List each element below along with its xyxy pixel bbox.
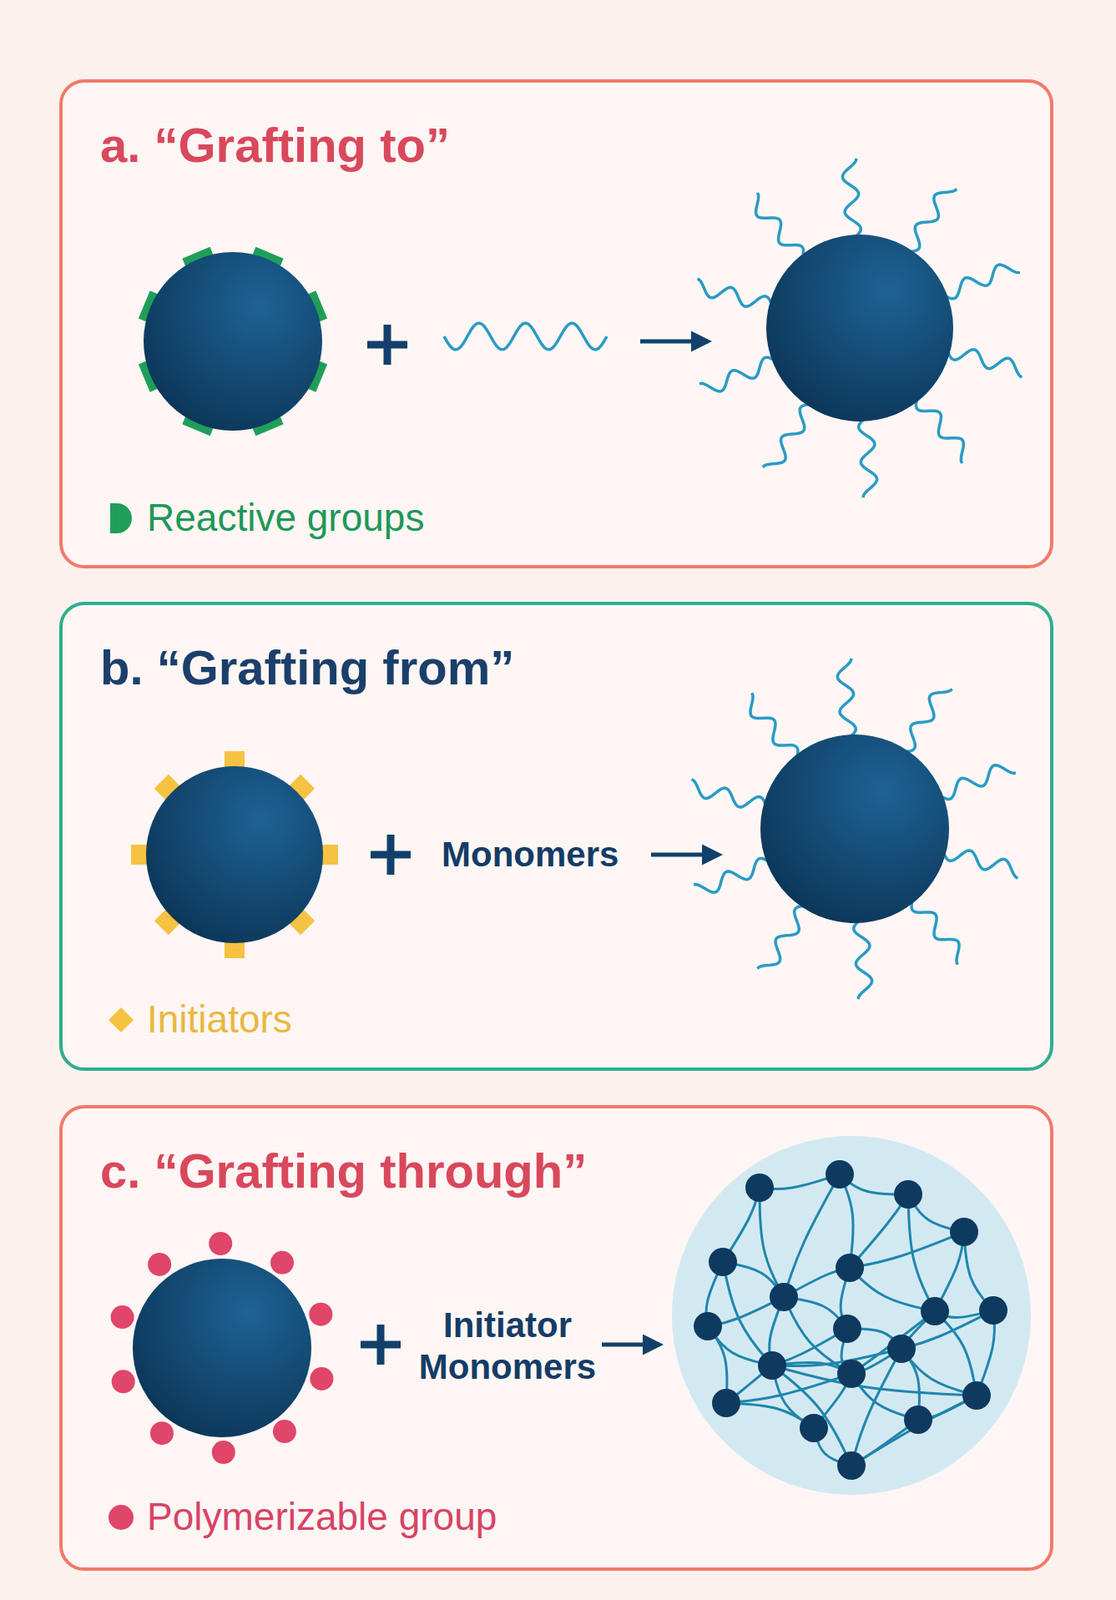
crosslink-node xyxy=(799,1413,829,1443)
crosslink-node xyxy=(887,1334,916,1364)
crosslink-node xyxy=(693,1312,723,1341)
plus-sign xyxy=(360,1324,401,1365)
spheres xyxy=(132,234,954,1438)
legend-swatch xyxy=(106,1500,136,1535)
decorations xyxy=(111,158,1031,1495)
polymerizable-group xyxy=(208,1232,233,1256)
symbols xyxy=(360,324,719,1365)
panel-fill xyxy=(60,80,1052,567)
reaction-arrow xyxy=(651,853,719,858)
crosslink-node xyxy=(708,1247,738,1277)
legend-text: Reactive groups xyxy=(146,494,425,541)
network-sphere xyxy=(671,1136,1031,1495)
panel-fill xyxy=(60,603,1052,1070)
panel-fills xyxy=(60,80,1052,1570)
grafted-chain xyxy=(842,158,861,238)
grafted-chain xyxy=(691,779,768,808)
grafted-chain xyxy=(858,418,878,498)
crosslink-node xyxy=(825,1160,854,1189)
polymerizable-group xyxy=(212,1440,236,1465)
legend-item: Polymerizable group xyxy=(106,1494,497,1541)
panel-heading: b. “Grafting from” xyxy=(100,638,515,697)
crosslink-node xyxy=(833,1314,862,1344)
crosslink-node xyxy=(837,1451,866,1480)
legend-text: Initiators xyxy=(146,996,293,1043)
grafted-chain xyxy=(947,349,1023,378)
polymerizable-group xyxy=(270,1251,294,1275)
crosslink-node xyxy=(903,1405,933,1435)
grafted-chain xyxy=(750,692,798,759)
crosslink-node xyxy=(769,1282,798,1312)
grafted-chain xyxy=(943,264,1021,299)
plus-sign xyxy=(367,324,408,365)
nanoparticle xyxy=(146,766,324,944)
polymerizable-group xyxy=(147,1252,172,1277)
crosslink-node xyxy=(712,1388,741,1418)
reagent-label: Monomers xyxy=(441,833,619,876)
polymerizable-group xyxy=(111,1369,136,1394)
grafted-chain xyxy=(911,898,960,965)
polymerizable-group xyxy=(150,1421,174,1445)
crosslink-node xyxy=(757,1351,787,1380)
crosslink-node xyxy=(949,1217,979,1247)
grafted-chain xyxy=(915,397,964,464)
polymerizable-group xyxy=(309,1367,334,1391)
grafted-chain xyxy=(699,357,777,392)
network-strand xyxy=(851,1395,977,1466)
grafted-chain xyxy=(837,658,856,738)
grafted-chain xyxy=(756,192,804,259)
legend-swatch xyxy=(106,501,136,536)
grafted-chain xyxy=(762,403,812,467)
network-strand xyxy=(849,1267,935,1312)
grafted-chain xyxy=(697,278,773,307)
crosslink-node xyxy=(920,1297,950,1326)
network-strand xyxy=(783,1174,840,1298)
reagent-label: Initiator Monomers xyxy=(407,1304,608,1389)
crosslink-node xyxy=(893,1180,923,1209)
network xyxy=(693,1160,1008,1480)
grafted-chain xyxy=(943,850,1019,879)
grafted-chain xyxy=(853,919,873,1000)
polymerizable-group xyxy=(272,1419,297,1444)
panel-heading: a. “Grafting to” xyxy=(100,116,450,175)
crosslink-node xyxy=(837,1359,866,1389)
plus-sign xyxy=(370,834,411,875)
nanoparticle xyxy=(132,1258,312,1438)
grafted-chain xyxy=(693,858,771,894)
reaction-arrow xyxy=(601,1343,660,1348)
network-strand xyxy=(772,1348,902,1367)
crosslink-node xyxy=(835,1253,864,1283)
reaction-arrow xyxy=(640,339,708,344)
grafted-chain xyxy=(903,688,952,752)
polymer-chain xyxy=(444,323,607,350)
polymerizable-group xyxy=(308,1302,333,1327)
nanoparticle xyxy=(760,734,950,924)
grafted-chain xyxy=(757,905,806,969)
grafted-chain xyxy=(908,188,957,252)
polymerizable-group xyxy=(111,1305,135,1329)
method-panel: a. “Grafting to” xyxy=(59,79,1054,569)
legend-swatch xyxy=(106,1003,136,1037)
crosslink-node xyxy=(962,1381,991,1410)
legend-item: Reactive groups xyxy=(106,494,425,541)
network-strand xyxy=(849,1232,965,1268)
panel-heading: c. “Grafting through” xyxy=(100,1141,587,1201)
nanoparticle xyxy=(766,234,954,422)
crosslink-node xyxy=(745,1173,774,1202)
panel-fill xyxy=(60,1106,1052,1570)
legend-item: Initiators xyxy=(106,996,293,1043)
legend-text: Polymerizable group xyxy=(146,1494,497,1541)
grafted-chain xyxy=(939,765,1016,800)
crosslink-node xyxy=(979,1296,1008,1325)
nanoparticle xyxy=(143,252,323,431)
